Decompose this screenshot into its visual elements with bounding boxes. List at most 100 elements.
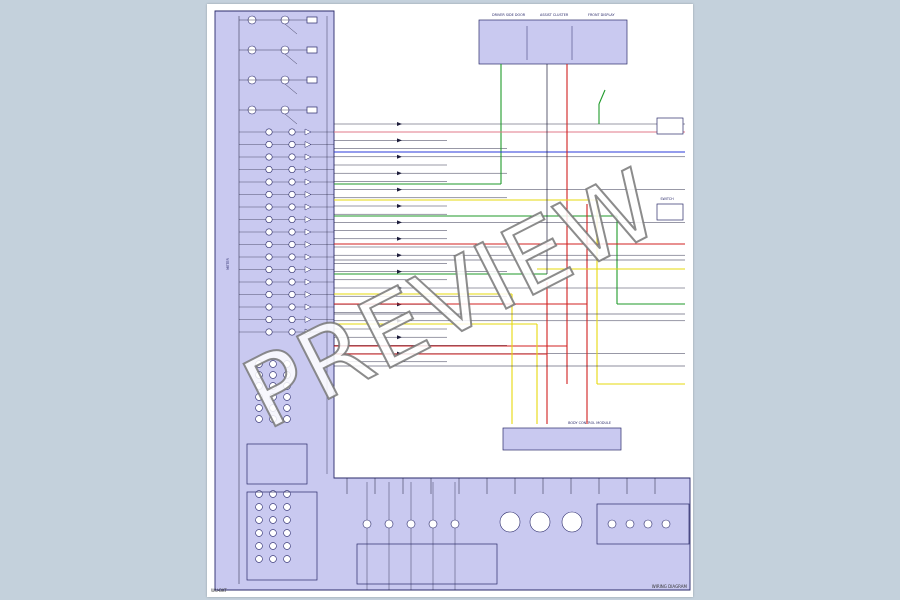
sub-block xyxy=(596,503,690,545)
gauge-symbol xyxy=(561,511,583,533)
diode-symbol xyxy=(304,278,312,286)
indicator-lamp xyxy=(265,153,273,161)
diode-symbol xyxy=(304,191,312,198)
indicator-lamp xyxy=(265,203,273,211)
footer-code: WIRING DIAGRAM xyxy=(651,584,687,589)
arrow-symbol xyxy=(397,318,402,323)
arrow-symbol xyxy=(397,335,402,340)
lamp-symbol xyxy=(384,519,394,529)
lamp-symbol xyxy=(269,529,277,537)
lamp-symbol xyxy=(283,360,291,368)
bus-line xyxy=(284,83,298,95)
diode-symbol xyxy=(304,141,312,148)
connector-pin xyxy=(306,46,318,54)
lamp-symbol xyxy=(255,393,263,401)
indicator-lamp xyxy=(288,328,296,336)
lamp-symbol xyxy=(255,360,263,368)
bottom-module-label: BODY CONTROL MODULE xyxy=(568,421,611,425)
lamp-symbol xyxy=(255,404,263,412)
lamp-symbol xyxy=(269,555,277,563)
lamp-symbol xyxy=(255,555,263,563)
indicator-lamp xyxy=(265,216,273,224)
indicator-lamp xyxy=(288,166,296,174)
lamp-symbol xyxy=(283,516,291,524)
indicator-lamp xyxy=(288,303,296,311)
lamp-symbol xyxy=(255,516,263,524)
indicator-lamp xyxy=(288,315,296,323)
lamp-symbol xyxy=(283,415,291,423)
lamp-symbol xyxy=(362,519,372,529)
indicator-lamp xyxy=(265,178,273,186)
lamp-symbol xyxy=(255,503,263,511)
lamp-symbol xyxy=(269,382,277,390)
indicator-lamp xyxy=(265,141,273,149)
meter-label: METER xyxy=(226,258,230,270)
lamp-symbol xyxy=(269,404,277,412)
connector-pin xyxy=(306,16,318,24)
indicator-lamp xyxy=(265,228,273,236)
arrow-symbol xyxy=(397,286,402,290)
diode-symbol xyxy=(304,228,312,236)
sub-block xyxy=(356,543,498,585)
lamp-symbol xyxy=(283,503,291,511)
indicator-lamp xyxy=(265,328,273,336)
indicator-lamp xyxy=(288,290,296,298)
indicator-lamp xyxy=(265,265,273,273)
lamp-symbol xyxy=(661,519,671,529)
lamp-symbol xyxy=(283,529,291,537)
lamp-symbol xyxy=(406,519,416,529)
arrow-symbol xyxy=(397,220,402,225)
lamp-symbol xyxy=(269,516,277,524)
arrow-symbol xyxy=(397,154,402,159)
indicator-lamp xyxy=(265,278,273,286)
arrow-symbol xyxy=(397,204,402,208)
connector-pin xyxy=(306,106,318,114)
lamp-symbol xyxy=(283,393,291,401)
top-module-label: DRIVER SIDE DOOR xyxy=(492,13,526,17)
lamp-symbol xyxy=(269,503,277,511)
indicator-lamp xyxy=(265,128,273,136)
lamp-symbol xyxy=(269,542,277,550)
diode-symbol xyxy=(304,216,312,223)
lamp-symbol xyxy=(428,519,438,529)
lamp-symbol xyxy=(283,490,291,498)
indicator-lamp xyxy=(265,241,273,249)
diode-symbol xyxy=(304,316,312,323)
indicator-lamp xyxy=(288,278,296,286)
diode-symbol xyxy=(304,253,312,261)
indicator-lamp xyxy=(288,253,296,261)
indicator-lamp xyxy=(265,191,273,199)
diode-symbol xyxy=(304,266,312,273)
arrow-symbol xyxy=(397,171,402,176)
indicator-lamp xyxy=(265,315,273,323)
gauge-symbol xyxy=(499,511,521,533)
green-wire xyxy=(598,89,606,105)
indicator-lamp xyxy=(265,166,273,174)
lamp-symbol xyxy=(255,542,263,550)
diode-symbol xyxy=(304,203,312,211)
top-module-label: FRONT DISPLAY xyxy=(588,13,615,17)
lamp-symbol xyxy=(269,360,277,368)
diode-symbol xyxy=(304,128,312,136)
arrow-symbol xyxy=(397,122,402,126)
diode-symbol xyxy=(304,303,312,311)
lamp-symbol xyxy=(255,371,263,379)
indicator-lamp xyxy=(265,253,273,261)
lamp-symbol xyxy=(255,529,263,537)
lamp-symbol xyxy=(607,519,617,529)
sub-block xyxy=(246,443,308,485)
lamp-symbol xyxy=(269,415,277,423)
right-switch xyxy=(656,203,684,221)
indicator-lamp xyxy=(288,191,296,199)
diode-symbol xyxy=(304,241,312,248)
indicator-lamp xyxy=(265,303,273,311)
arrow-symbol xyxy=(397,253,402,258)
diode-symbol xyxy=(304,178,312,186)
lamp-symbol xyxy=(269,490,277,498)
diode-symbol xyxy=(304,328,312,336)
corner-code: WU-BKT xyxy=(211,588,227,593)
indicator-lamp xyxy=(265,290,273,298)
right-switch-label: SWITCH xyxy=(660,197,674,201)
diode-symbol xyxy=(304,153,312,161)
diode-symbol xyxy=(304,166,312,173)
